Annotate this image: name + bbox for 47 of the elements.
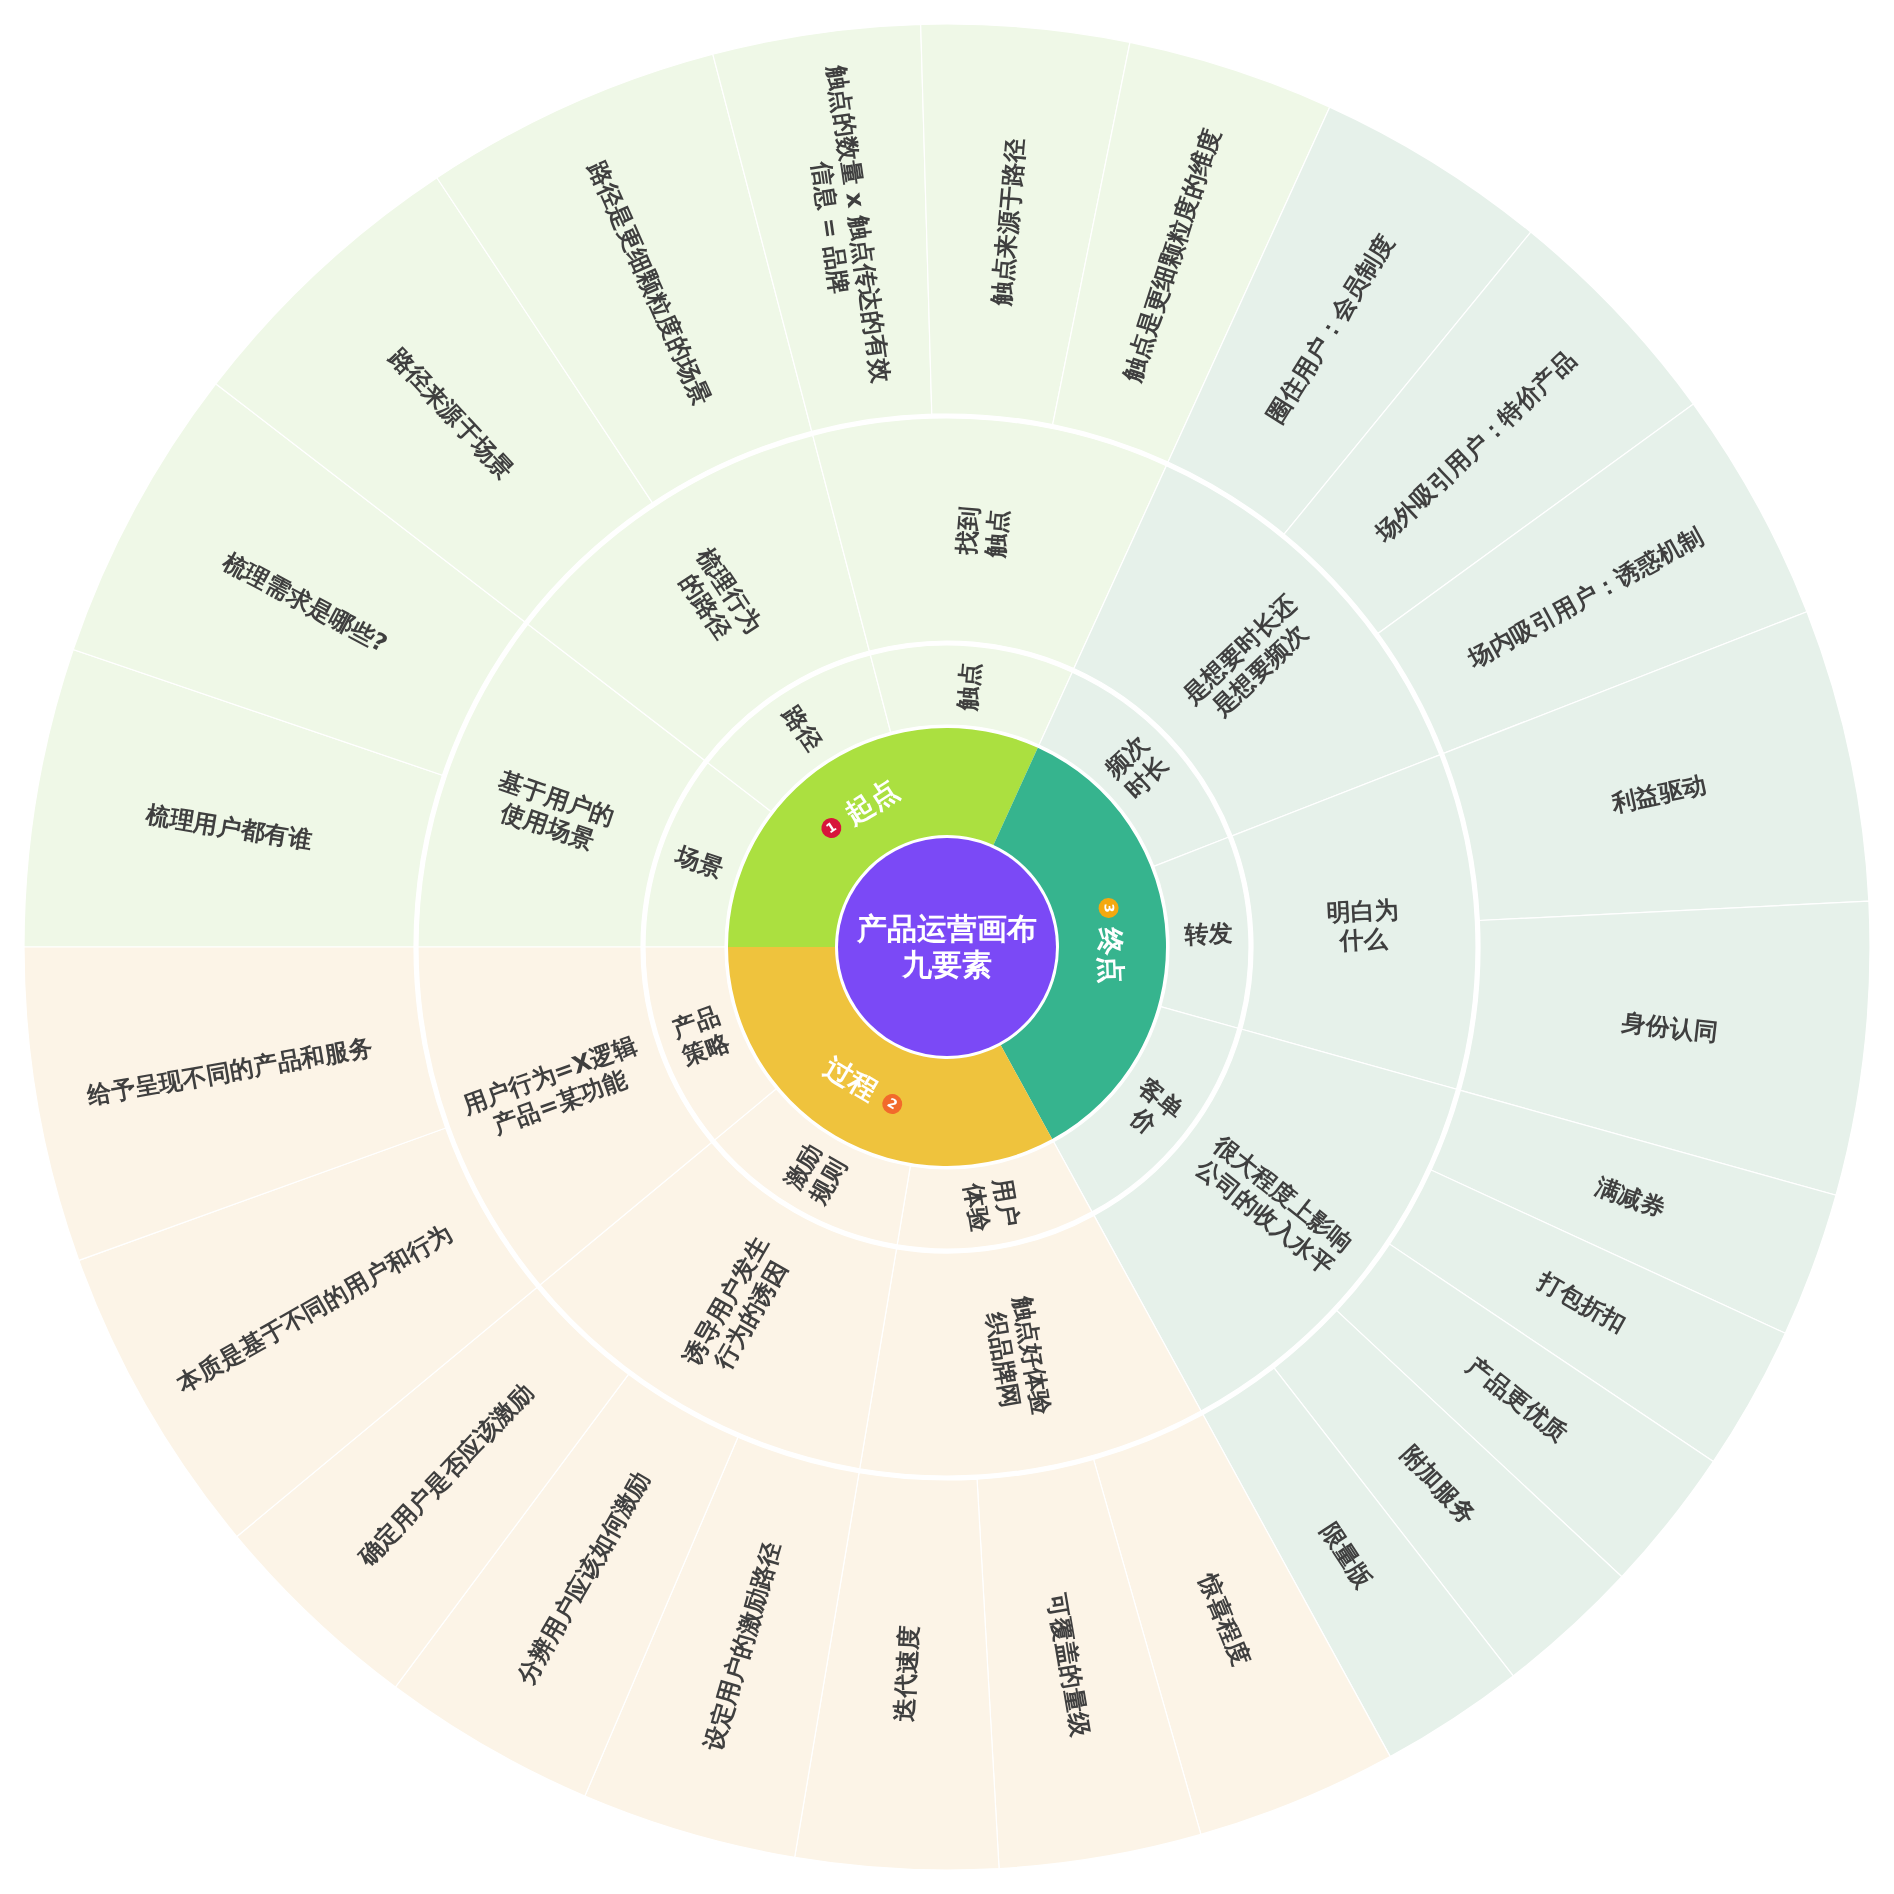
segment-label: 很大程度上影响公司的收入水平 (1189, 1131, 1358, 1282)
segment-label: 打包折扣 (1532, 1267, 1631, 1340)
sunburst-segment (1430, 1089, 1837, 1335)
segment-label: 设定用户的激励路径 (698, 1538, 787, 1754)
segment-label: 可覆盖的量级 (1042, 1591, 1095, 1739)
segment-label: 激励规则 (779, 1138, 854, 1210)
segment-label: 场景 (671, 841, 727, 884)
sunburst-segment (644, 946, 778, 1141)
sunburst-segment (23, 648, 444, 948)
segment-label: 基于用户的使用场景 (494, 766, 619, 857)
segment-label: 路径 (776, 700, 828, 757)
segment-label: 梳理用户都有谁 (143, 800, 314, 856)
segment-label: 利益驱动 (1608, 770, 1709, 819)
segment-label: 迭代速度 (890, 1625, 925, 1723)
segment-label: 路径来源于场景 (382, 343, 519, 486)
segment-label: 产品策略 (668, 1000, 733, 1072)
segment-label: 用户行为=X逻辑产品=某功能 (458, 1029, 642, 1141)
segment-label: 触点是更细颗粒度的维度 (1117, 124, 1226, 385)
segment-label: 用户体验 (958, 1176, 1024, 1234)
sunburst-segment (711, 23, 933, 433)
segment-label: 梳理行为的路径 (672, 543, 768, 647)
sunburst-segment (1152, 836, 1250, 1030)
segment-label: 满减券 (1591, 1172, 1670, 1224)
segment-label: 转发 (1184, 918, 1234, 950)
branch-label: 终点 (1092, 927, 1129, 985)
segment-label: 路径是更细颗粒度的场景 (582, 156, 717, 409)
segment-label: 明白为什么 (1326, 895, 1401, 957)
center-label: 产品运营画布九要素 (856, 911, 1038, 983)
segment-label: 频次时长 (1100, 729, 1175, 805)
segment-label: 触点 (953, 660, 986, 712)
sunburst-segment (869, 644, 1074, 746)
sunburst-segment (644, 761, 773, 948)
segment-label: 触点好体验织品牌网 (979, 1294, 1055, 1420)
segment-label: 客单价 (1124, 1072, 1189, 1142)
segment-label: 是想要时长还是想要频次 (1177, 590, 1314, 725)
segment-label: 惊喜程度 (1192, 1570, 1256, 1671)
sunburst-segment (793, 1471, 1001, 1871)
segment-label: 限量版 (1314, 1517, 1379, 1594)
segment-label: 触点来源于路径 (987, 136, 1031, 307)
segment-label: 诱导用户发生行为的诱因 (678, 1231, 795, 1377)
segment-label: 梳理需求是哪些? (218, 547, 393, 659)
segment-label: 找到触点 (951, 505, 1014, 558)
segment-label: 触点的数量 x 触点传达的有效信息 = 品牌 (805, 62, 896, 387)
segment-label: 给予呈现不同的产品和服务 (85, 1033, 375, 1112)
segment-label: 身份认同 (1621, 1008, 1720, 1048)
sunburst-segment (1092, 1413, 1392, 1836)
sunburst-segment (896, 1140, 1094, 1250)
